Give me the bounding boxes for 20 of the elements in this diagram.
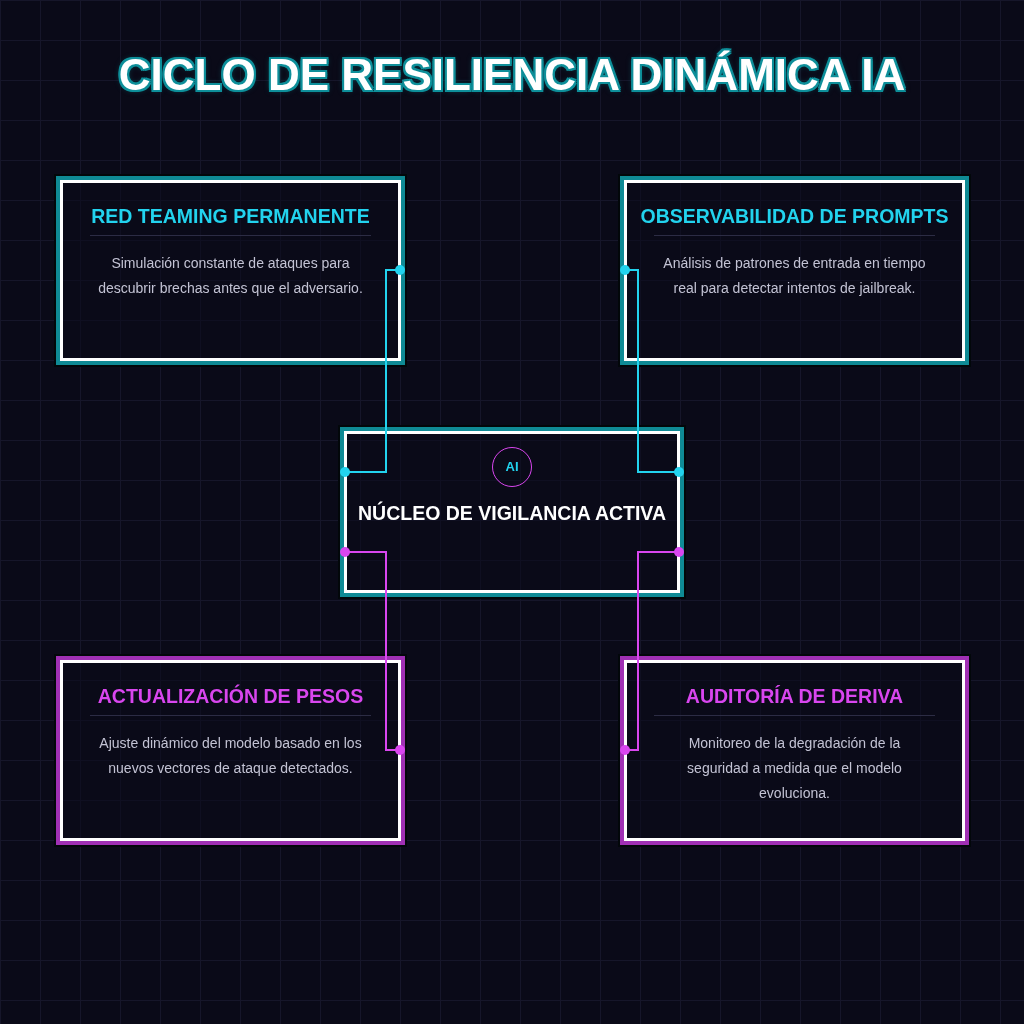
card-description: Monitoreo de la degradación de la seguridad a medida que el modelo evoluciona. — [686, 734, 903, 803]
info-card — [56, 656, 405, 845]
badge-label: AI — [505, 460, 519, 474]
card-heading: ACTUALIZACIÓN DE PESOS — [97, 684, 364, 708]
diagram-title: CICLO DE RESILIENCIA DINÁMICA IA — [118, 49, 906, 101]
connector-line — [620, 547, 684, 755]
connector-line — [340, 547, 405, 755]
info-card — [56, 176, 405, 365]
core-title: NÚCLEO DE VIGILANCIA ACTIVA — [358, 501, 666, 525]
connector-line — [620, 265, 684, 477]
card-description: Simulación constante de ataques para descubrir brechas antes que el adversario. — [97, 254, 364, 298]
card-heading: RED TEAMING PERMANENTE — [91, 204, 370, 228]
connector-line — [340, 265, 405, 477]
info-card — [620, 176, 969, 365]
info-card — [620, 656, 969, 845]
card-heading: AUDITORÍA DE DERIVA — [685, 684, 904, 708]
card-description: Ajuste dinámico del modelo basado en los nuevos vectores de ataque detectados. — [98, 734, 363, 778]
card-description: Análisis de patrones de entrada en tiempo real para detectar intentos de jailbreak. — [662, 254, 927, 298]
core-box — [340, 427, 684, 597]
card-heading: OBSERVABILIDAD DE PROMPTS — [640, 204, 949, 228]
